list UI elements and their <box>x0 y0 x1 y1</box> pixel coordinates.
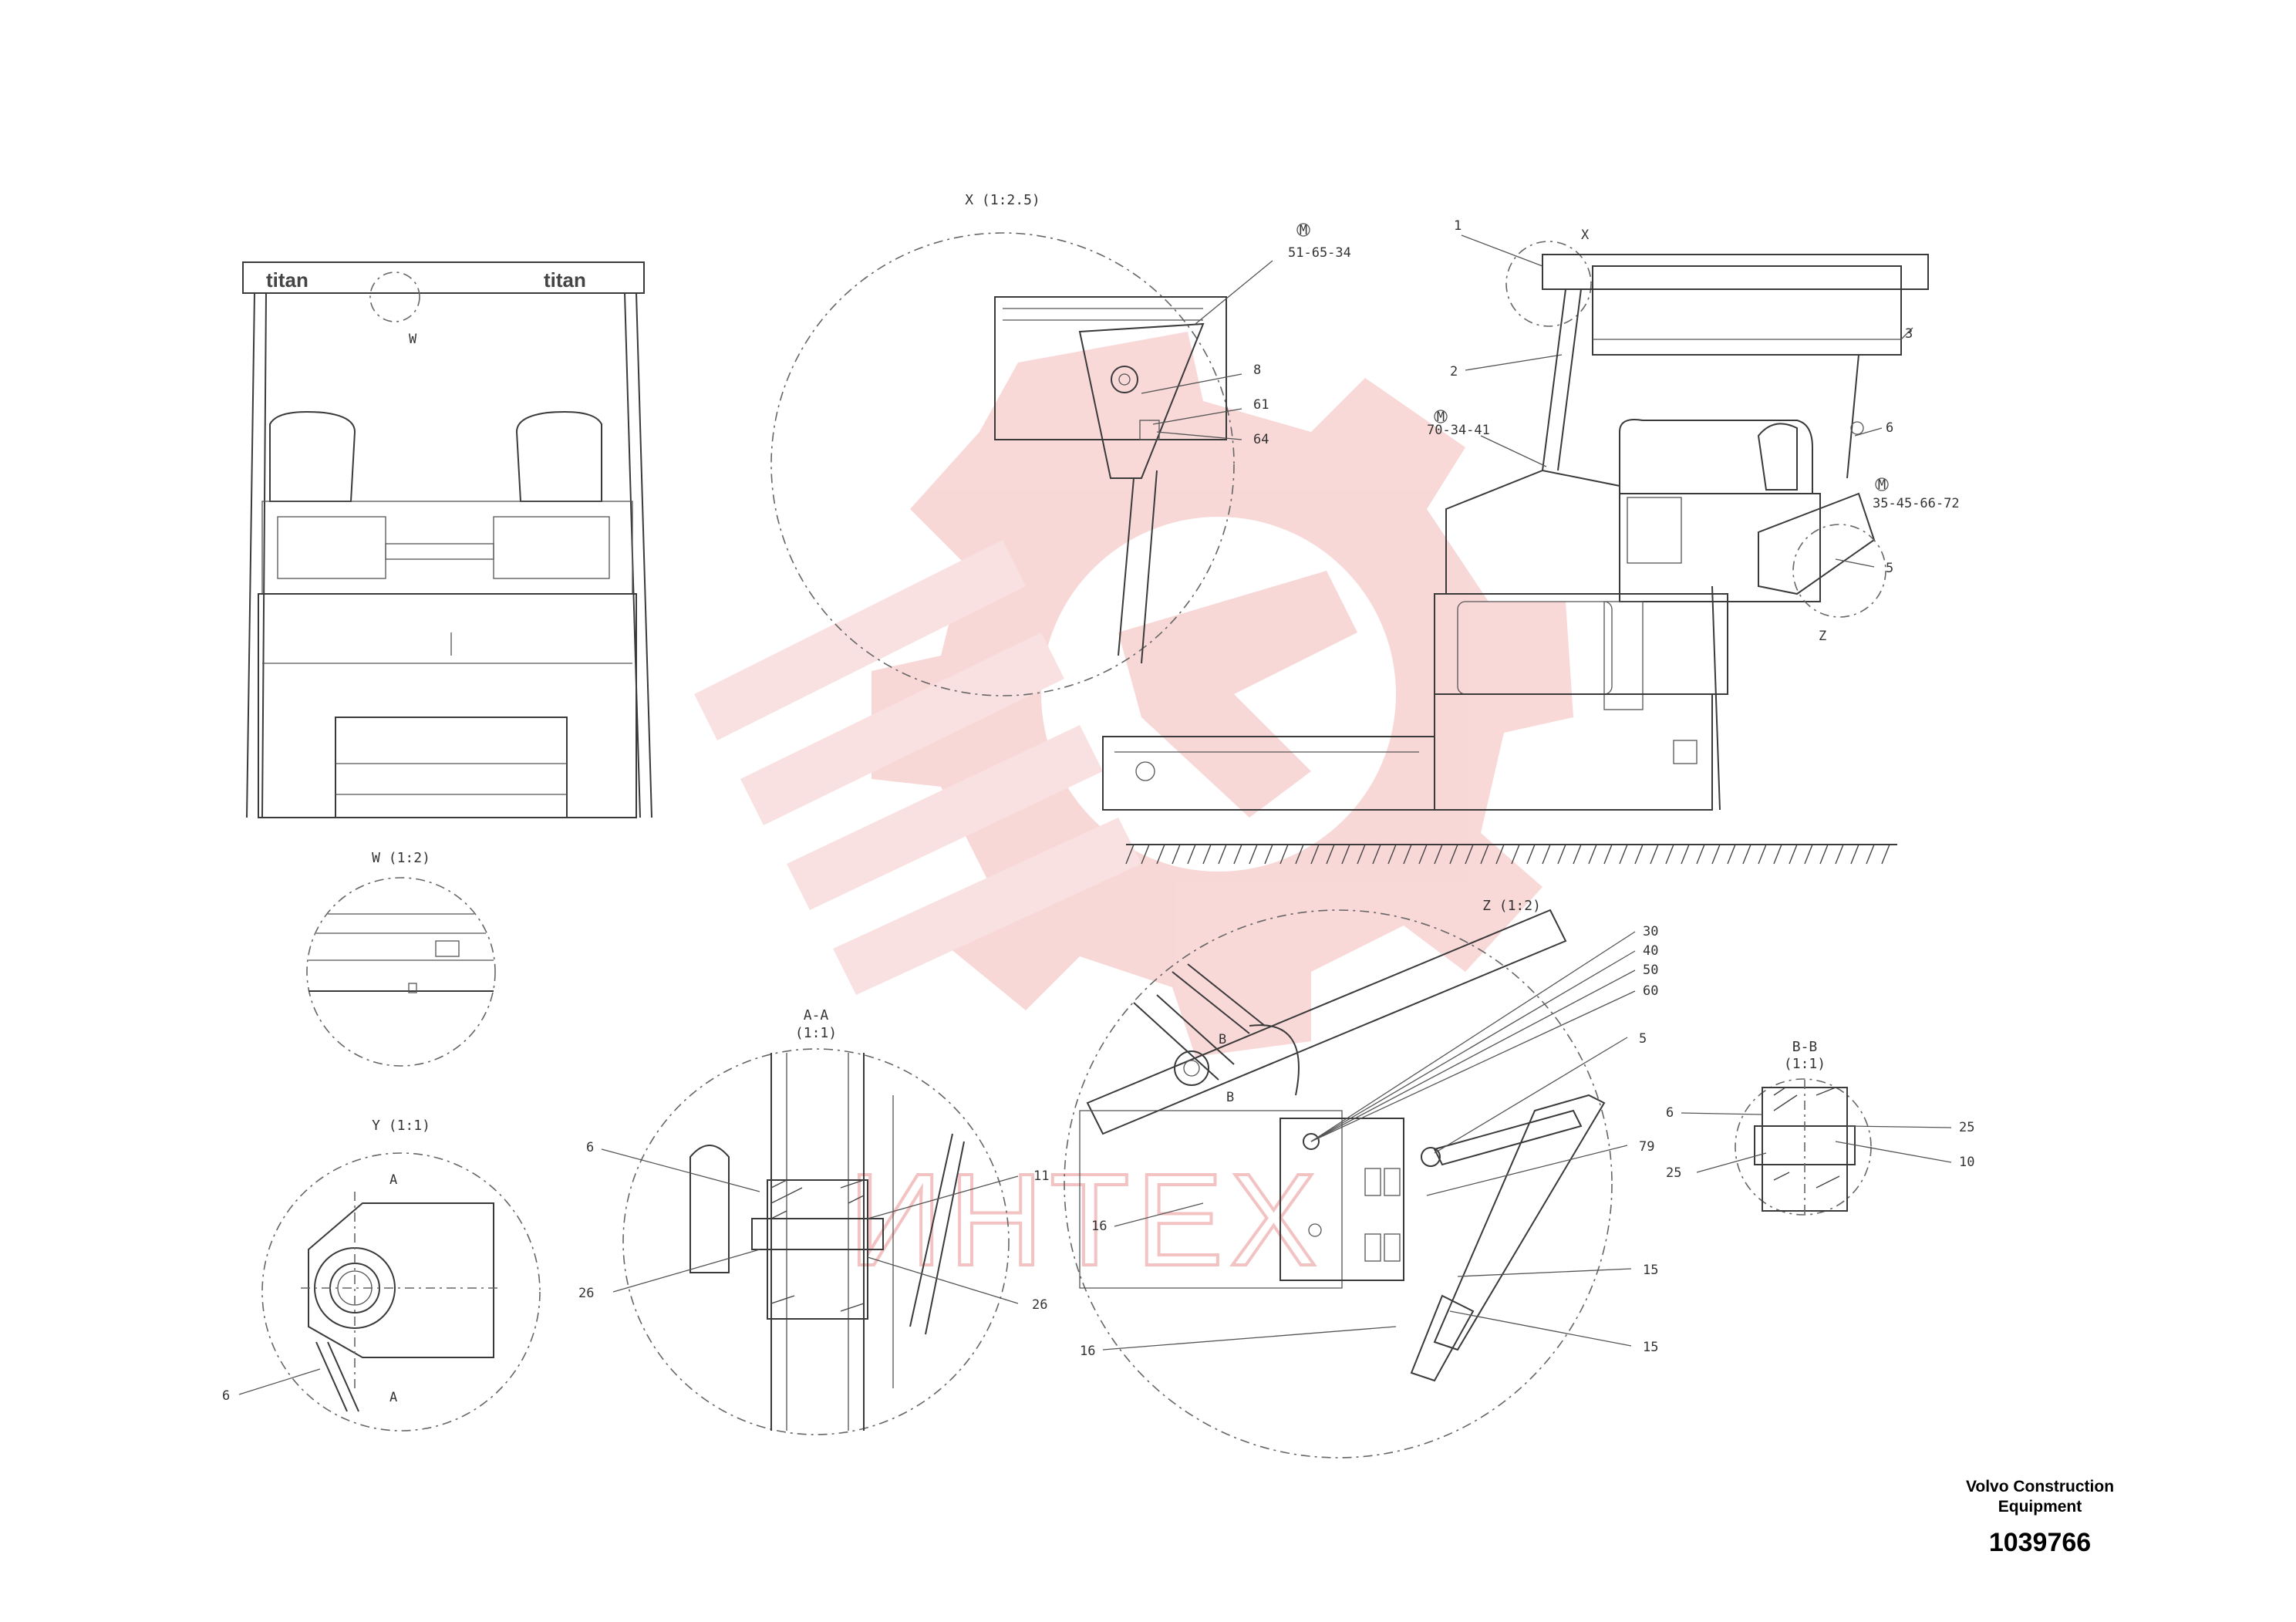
part-3-label: 3 <box>1905 326 1913 342</box>
detail-w-title: W (1:2) <box>372 850 430 866</box>
note-x-m-label: M <box>1300 223 1307 238</box>
part-79-label: 79 <box>1639 1139 1654 1155</box>
part-6-aa-label: 6 <box>586 1140 594 1155</box>
part-6-bb-label: 6 <box>1666 1105 1674 1121</box>
watermark-text: ИНТЕХ <box>848 1147 1323 1293</box>
company-name-line2: Equipment <box>1998 1498 2082 1516</box>
part-64-label: 64 <box>1253 432 1269 447</box>
ref-w-label: W <box>409 332 417 347</box>
part-6-side-label: 6 <box>1886 420 1893 436</box>
part-16-top-label: 16 <box>1091 1219 1107 1234</box>
logo-left-label: titan <box>266 268 308 292</box>
part-60-label: 60 <box>1643 983 1658 999</box>
note-x-code-label: 51-65-34 <box>1288 245 1351 261</box>
detail-x: X (1:2.5) M 51-65-34 8 61 64 <box>770 192 1351 696</box>
logo-right-label: titan <box>544 268 586 292</box>
part-1-label: 1 <box>1454 218 1462 234</box>
ref-x-label: X <box>1581 228 1590 243</box>
part-25-right-label: 25 <box>1959 1120 1974 1135</box>
note-rear-code-label: 35-45-66-72 <box>1873 496 1960 511</box>
section-bb-title: B-B <box>1792 1039 1818 1055</box>
document-number: 1039766 <box>1988 1528 2092 1557</box>
part-11-label: 11 <box>1033 1168 1049 1184</box>
side-view: X 1 3 2 M 70-34-41 6 M 35-45-66-72 Z 5 <box>1102 218 1960 811</box>
note-rear-m-label: M <box>1878 477 1886 493</box>
note-main-m-label: M <box>1437 410 1445 425</box>
part-2-label: 2 <box>1450 364 1458 379</box>
section-b-top-label: B <box>1219 1032 1226 1047</box>
detail-z-title: Z (1:2) <box>1482 898 1541 914</box>
detail-z: Z (1:2) B B 30 40 50 60 5 79 15 <box>1064 898 1658 1458</box>
part-50-label: 50 <box>1643 963 1658 978</box>
title-block: Volvo Construction Equipment 1039766 <box>1909 1477 2171 1558</box>
part-30-label: 30 <box>1643 924 1658 939</box>
note-main-code-label: 70-34-41 <box>1427 423 1490 438</box>
part-26-right-label: 26 <box>1032 1297 1047 1313</box>
detail-w: W (1:2) <box>306 850 496 1067</box>
section-bb-scale: (1:1) <box>1784 1056 1826 1072</box>
section-aa-title: A-A <box>804 1007 829 1023</box>
detail-y-title: Y (1:1) <box>372 1118 430 1134</box>
section-a-top-label: A <box>389 1172 397 1188</box>
part-8-label: 8 <box>1253 363 1261 378</box>
part-16-bottom-label: 16 <box>1080 1344 1095 1359</box>
part-15-top-label: 15 <box>1643 1263 1658 1278</box>
part-15-bottom-label: 15 <box>1643 1340 1658 1355</box>
part-26-left-label: 26 <box>578 1286 594 1301</box>
part-10-label: 10 <box>1959 1155 1974 1170</box>
part-5-z-label: 5 <box>1639 1031 1647 1047</box>
part-6-y-label: 6 <box>222 1388 230 1404</box>
detail-y: Y (1:1) A A 6 <box>222 1118 541 1431</box>
company-name-line1: Volvo Construction <box>1965 1478 2115 1496</box>
section-aa: A-A (1:1) 6 11 26 26 <box>578 1007 1049 1435</box>
part-61-label: 61 <box>1253 397 1269 413</box>
front-view: titan titan W <box>242 261 652 818</box>
part-40-label: 40 <box>1643 943 1658 959</box>
watermark-gear-icon <box>694 332 1573 1057</box>
detail-x-title: X (1:2.5) <box>965 192 1040 208</box>
section-b-bottom-label: B <box>1226 1090 1234 1105</box>
section-a-bottom-label: A <box>389 1390 397 1405</box>
part-25-left-label: 25 <box>1666 1165 1681 1181</box>
section-aa-scale: (1:1) <box>795 1025 837 1041</box>
ref-z-label: Z <box>1819 629 1826 644</box>
ground-line <box>1125 844 1897 865</box>
section-bb: B-B (1:1) 6 25 10 25 <box>1666 1039 1974 1219</box>
part-5-side-label: 5 <box>1886 561 1893 576</box>
